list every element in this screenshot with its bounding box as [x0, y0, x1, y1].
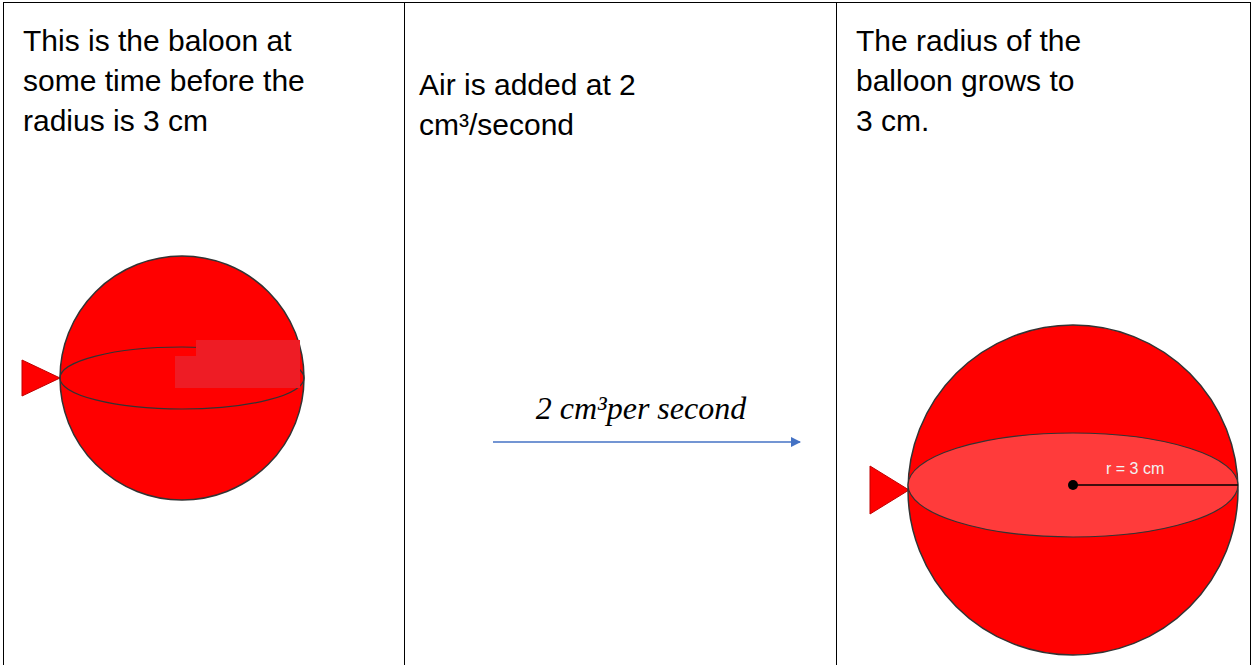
large-balloon	[870, 325, 1238, 655]
cell-text: This is the baloon at some time before t…	[23, 21, 353, 141]
radius-line	[1073, 484, 1238, 486]
radius-label: r = 3 cm	[1106, 460, 1216, 478]
flow-rate-label: 2 cm³per second	[466, 390, 816, 427]
balloon-equator	[60, 347, 304, 409]
cell-text: The radius of the balloon grows to 3 cm.	[856, 21, 1090, 141]
flow-arrow	[493, 441, 800, 443]
balloon-body	[908, 325, 1238, 655]
cell-text: Air is added at 2 cm³/second	[419, 65, 739, 145]
balloon-knot	[22, 360, 60, 396]
small-balloon	[22, 256, 304, 500]
patch	[175, 356, 300, 388]
balloon-equator	[908, 433, 1238, 537]
center-dot	[1068, 480, 1078, 490]
table-cell: The radius of the balloon grows to 3 cm.	[836, 2, 1251, 665]
patch	[196, 340, 300, 356]
table-cell: Air is added at 2 cm³/second	[404, 2, 836, 665]
balloon-body	[60, 256, 304, 500]
table-cell: This is the baloon at some time before t…	[3, 2, 404, 665]
balloon-knot	[870, 466, 909, 514]
